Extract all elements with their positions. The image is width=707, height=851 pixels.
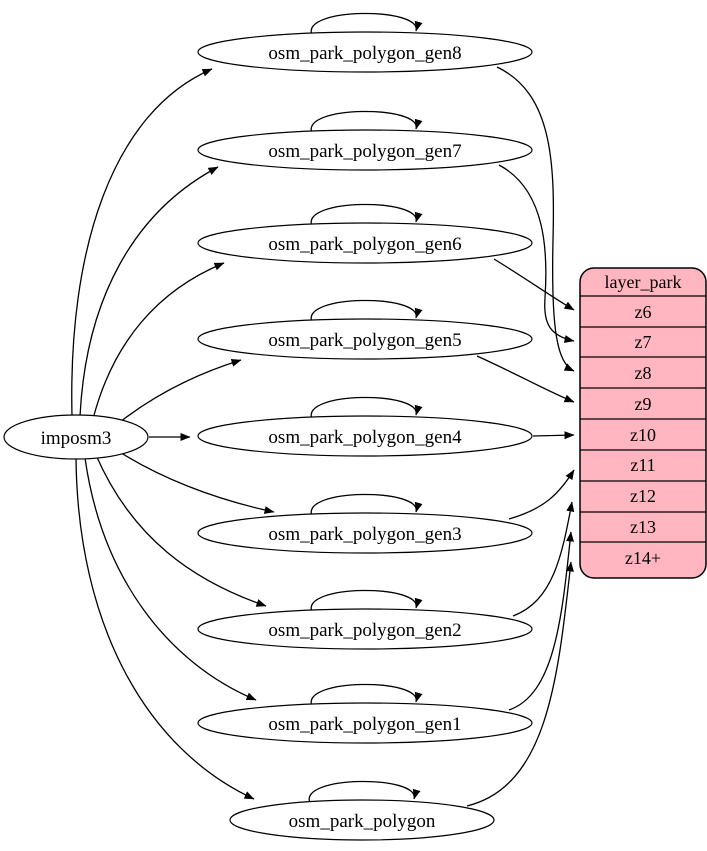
imposm3-ellipse (3, 414, 149, 460)
edge-imposm3-to-gen5 (114, 359, 242, 427)
row-z6: z6 (635, 302, 652, 322)
edge-gen2-to-z12 (512, 501, 575, 617)
gen2-label: osm_park_polygon_gen2 (268, 620, 461, 641)
edges-from-imposm3 (71, 68, 275, 800)
node-osm-park-polygon-gen2: osm_park_polygon_gen2 (197, 608, 533, 650)
gen3-label: osm_park_polygon_gen3 (268, 524, 461, 545)
gen3-ellipse (197, 512, 533, 554)
node-osm-park-polygon-gen7: osm_park_polygon_gen7 (197, 129, 533, 171)
edge-imposm3-to-gen6 (92, 262, 225, 420)
edge-imposm3-to-gen2 (95, 454, 267, 607)
self-loop-polygon (308, 780, 421, 804)
node-osm-park-polygon-gen5: osm_park_polygon_gen5 (197, 318, 533, 360)
polygon-label: osm_park_polygon (289, 811, 436, 832)
node-layer-park: layer_park z6 z7 z8 z9 z10 z11 z12 z13 z… (579, 267, 707, 579)
edges-to-layer-park (466, 66, 575, 807)
self-loop-gen2 (310, 589, 423, 613)
gen6-ellipse (197, 222, 533, 264)
self-loop-gen1 (310, 683, 423, 707)
row-z8: z8 (635, 363, 652, 383)
imposm3-label: imposm3 (41, 428, 112, 449)
node-osm-park-polygon-gen8: osm_park_polygon_gen8 (197, 31, 533, 73)
row-z11: z11 (630, 455, 655, 475)
gen5-ellipse (197, 318, 533, 360)
gen5-label: osm_park_polygon_gen5 (268, 330, 461, 351)
gen1-ellipse (197, 702, 533, 744)
edge-gen7-to-z7 (498, 164, 575, 343)
layer-park-title: layer_park (605, 272, 682, 292)
edge-gen6-to-z6 (493, 258, 575, 311)
edge-gen3-to-z11 (508, 469, 575, 520)
self-loop-gen4 (310, 396, 423, 420)
edge-imposm3-to-gen3 (114, 448, 275, 514)
node-osm-park-polygon: osm_park_polygon (229, 799, 495, 841)
gen7-label: osm_park_polygon_gen7 (268, 141, 461, 162)
row-z13: z13 (630, 517, 656, 537)
node-osm-park-polygon-gen4: osm_park_polygon_gen4 (197, 415, 533, 457)
row-z10: z10 (630, 425, 656, 445)
edge-gen5-to-z9 (476, 355, 575, 403)
edge-imposm3-to-gen1 (84, 457, 257, 701)
edge-gen4-to-z10 (532, 431, 575, 440)
gen4-ellipse (197, 415, 533, 457)
self-loop-gen8 (310, 12, 423, 36)
row-z12: z12 (630, 486, 656, 506)
node-osm-park-polygon-gen6: osm_park_polygon_gen6 (197, 222, 533, 264)
edge-polygon-to-z14 (466, 561, 574, 807)
self-loop-gen3 (310, 493, 423, 517)
edge-imposm3-to-gen7 (79, 166, 219, 417)
self-loop-gen7 (310, 110, 423, 134)
self-loop-edges (308, 12, 423, 804)
gen4-label: osm_park_polygon_gen4 (268, 427, 462, 448)
edge-imposm3-to-gen8 (71, 68, 213, 417)
row-z7: z7 (635, 332, 652, 352)
gen8-label: osm_park_polygon_gen8 (268, 43, 461, 64)
self-loop-gen5 (310, 299, 423, 323)
gen2-ellipse (197, 608, 533, 650)
gen1-label: osm_park_polygon_gen1 (268, 714, 461, 735)
layer-park-box (579, 267, 707, 579)
node-osm-park-polygon-gen1: osm_park_polygon_gen1 (197, 702, 533, 744)
row-z9: z9 (635, 394, 652, 414)
node-osm-park-polygon-gen3: osm_park_polygon_gen3 (197, 512, 533, 554)
gen7-ellipse (197, 129, 533, 171)
edge-imposm3-to-polygon (75, 458, 255, 800)
self-loop-gen6 (310, 203, 423, 227)
polygon-ellipse (229, 799, 495, 841)
gen8-ellipse (197, 31, 533, 73)
edge-gen8-to-z8 (496, 66, 575, 372)
row-z14: z14+ (625, 548, 661, 568)
node-imposm3: imposm3 (3, 414, 149, 460)
gen6-label: osm_park_polygon_gen6 (268, 234, 461, 255)
